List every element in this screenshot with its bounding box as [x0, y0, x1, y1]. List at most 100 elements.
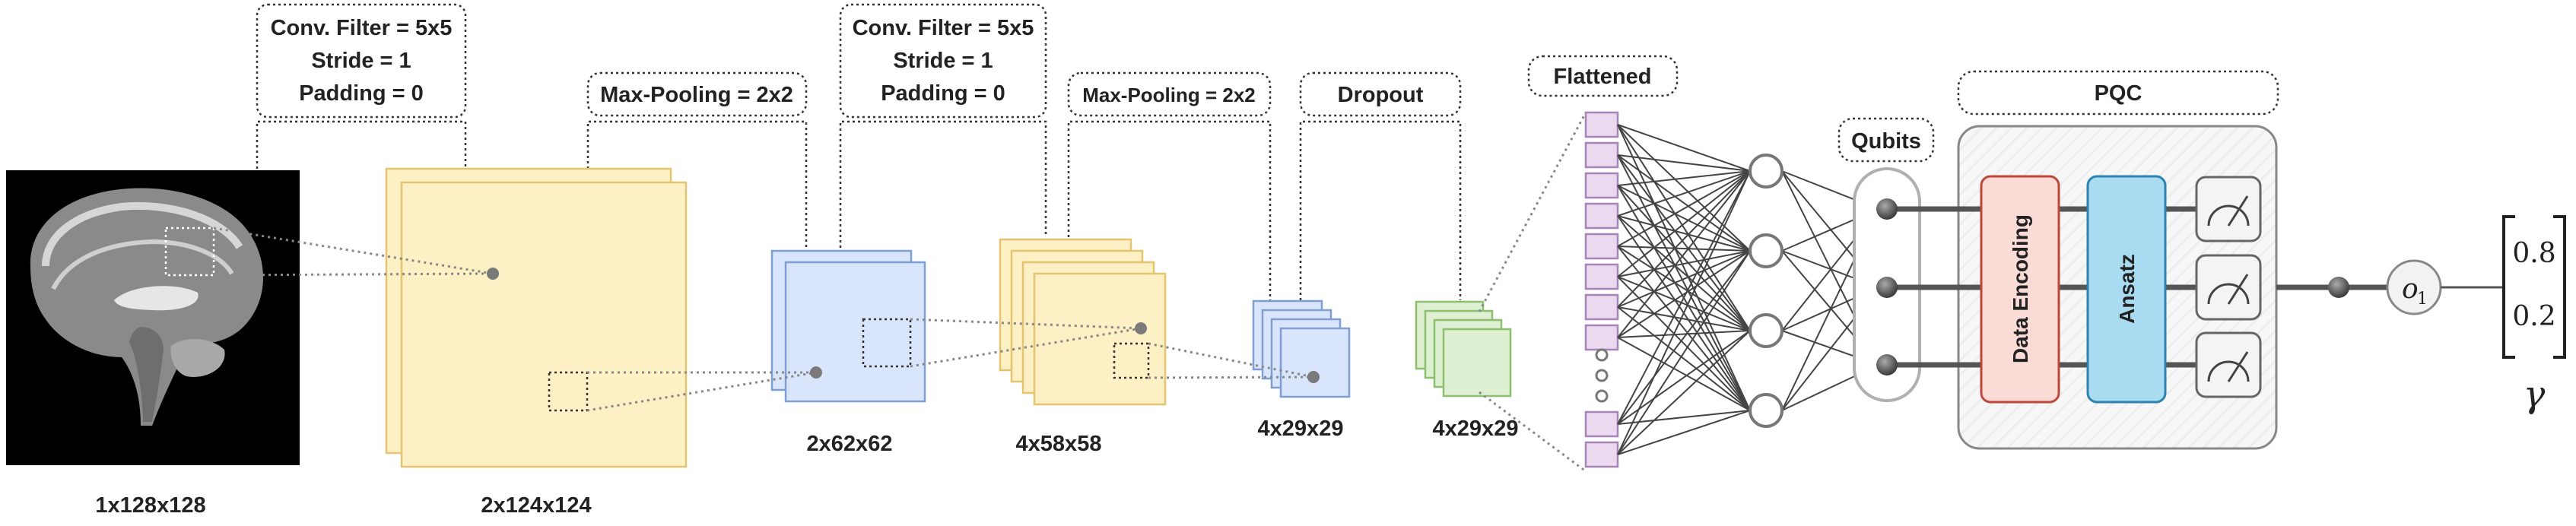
dense-edge: [1617, 170, 1751, 338]
dropout-feature-maps: [1415, 300, 1512, 398]
bracket-pool1: [586, 120, 808, 248]
svg-text:Qubits: Qubits: [1851, 129, 1921, 154]
dense-edge: [1617, 246, 1751, 252]
flattened-vector: [1584, 111, 1619, 468]
conv1-filter-text: Conv. Filter = 5x5: [271, 16, 453, 40]
label-qubits: Qubits: [1838, 117, 1935, 163]
projection-dots: [487, 268, 1320, 383]
output-node-symbol: o: [2402, 274, 2419, 305]
qubit-dots: [1876, 198, 1898, 375]
dense-edge: [1617, 170, 1751, 247]
svg-text:Max-Pooling = 2x2: Max-Pooling = 2x2: [1082, 84, 1256, 106]
output-dot: [2328, 277, 2349, 298]
dense-edge: [1617, 124, 1751, 411]
bracket-connectors: [256, 120, 1462, 300]
dense-edge: [1617, 306, 1751, 411]
label-flattened: Flattened: [1527, 55, 1679, 97]
hidden-neuron: [1749, 154, 1784, 189]
dim-dropout: 4x29x29: [1433, 417, 1519, 441]
dense-edge: [1617, 124, 1751, 172]
cerebellum: [170, 338, 225, 377]
output-node-subscript: 1: [2417, 290, 2428, 309]
bracket-dropout: [1299, 120, 1462, 300]
qubit-dot: [1876, 354, 1898, 375]
ansatz-text: Ansatz: [2115, 254, 2139, 324]
input-kernel-window: [164, 227, 215, 277]
data-encoding-text: Data Encoding: [2009, 214, 2032, 363]
conv2-stride-text: Stride = 1: [893, 49, 993, 73]
svg-text:PQC: PQC: [2095, 81, 2142, 106]
bracket-pool2: [1067, 120, 1272, 300]
dense-edge: [1617, 250, 1751, 277]
output-value-0: 0.8: [2512, 238, 2555, 269]
dense-edge: [1617, 250, 1751, 455]
ansatz-block: Ansatz: [2086, 175, 2167, 404]
svg-text:Dropout: Dropout: [1338, 83, 1424, 107]
dense-edge: [1617, 330, 1751, 338]
output-node: o 1: [2386, 259, 2442, 315]
dim-conv2: 4x58x58: [1016, 432, 1102, 456]
svg-text:Max-Pooling = 2x2: Max-Pooling = 2x2: [600, 83, 793, 107]
hidden-neuron: [1749, 313, 1784, 348]
conv2-pool-window: [1113, 342, 1150, 379]
label-pool2: Max-Pooling = 2x2: [1067, 71, 1272, 117]
pool1-kernel-window: [862, 318, 912, 368]
brain-gyri-2: [51, 239, 234, 290]
dim-input: 1x128x128: [95, 493, 205, 518]
hidden-neuron: [1749, 233, 1784, 268]
output-gamma-symbol: γ: [2524, 373, 2546, 416]
dense-edge: [1617, 246, 1751, 411]
pool2-feature-maps: [1252, 299, 1351, 398]
dense-edge: [1617, 337, 1751, 411]
pool1-feature-maps: [770, 249, 926, 403]
measurement-icon: [2195, 254, 2262, 321]
data-encoding-block: Data Encoding: [1980, 175, 2060, 404]
label-conv2: Conv. Filter = 5x5 Stride = 1 Padding = …: [839, 3, 1047, 119]
dense-edge: [1617, 185, 1751, 252]
dense-edge: [1617, 124, 1751, 331]
label-dropout: Dropout: [1299, 71, 1462, 117]
bracket-conv2: [839, 120, 1047, 248]
dim-pool2: 4x29x29: [1258, 417, 1344, 441]
dense-edge: [1617, 170, 1751, 455]
dense-edge: [1617, 154, 1751, 172]
dense-edge: [1617, 154, 1751, 252]
dense-edge: [1617, 185, 1751, 331]
conv1-padding-text: Padding = 0: [299, 81, 424, 106]
dim-conv1: 2x124x124: [481, 493, 591, 518]
dense-edge: [1617, 276, 1751, 331]
conv2-filter-text: Conv. Filter = 5x5: [853, 16, 1034, 40]
measurement-icon: [2195, 331, 2262, 398]
dense-edge: [1617, 215, 1751, 331]
corpus-callosum: [114, 286, 199, 311]
dense-edge: [1617, 170, 1751, 308]
hidden-neuron: [1749, 393, 1784, 428]
dense-edge: [1617, 170, 1751, 217]
brain-stem: [129, 327, 164, 422]
conv2-feature-maps: [999, 238, 1167, 406]
dense-edge: [1617, 124, 1751, 252]
label-pqc: PQC: [1957, 70, 2279, 116]
conv1-stride-text: Stride = 1: [311, 49, 411, 73]
conv1-feature-maps: [385, 167, 688, 468]
hidden-layer: [1749, 154, 1784, 428]
dense-edge: [1617, 154, 1751, 411]
qubit-dot: [1876, 277, 1898, 298]
dense-connections: [1617, 124, 1751, 455]
svg-text:Flattened: Flattened: [1554, 65, 1652, 89]
dense-edge: [1617, 246, 1751, 331]
dense-edge: [1617, 330, 1751, 455]
projection-lines: [213, 112, 1587, 473]
dense-edge: [1617, 306, 1751, 331]
conv2-padding-text: Padding = 0: [881, 81, 1005, 106]
dense-edge: [1617, 154, 1751, 331]
label-pool1: Max-Pooling = 2x2: [586, 71, 808, 117]
label-conv1: Conv. Filter = 5x5 Stride = 1 Padding = …: [256, 3, 467, 119]
output-value-1: 0.2: [2512, 301, 2555, 332]
dense-edge: [1617, 170, 1751, 425]
dense-edge: [1617, 170, 1751, 277]
dense-edge: [1617, 410, 1751, 455]
dense-edge: [1617, 215, 1751, 252]
measurement-icon: [2195, 176, 2262, 242]
